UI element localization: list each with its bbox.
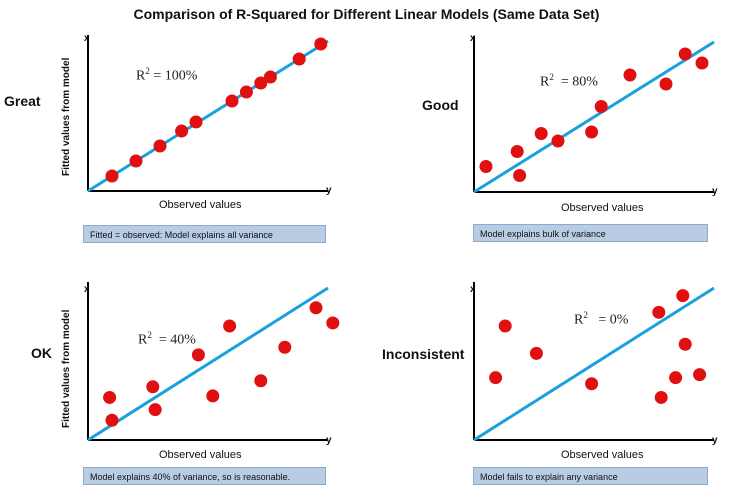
data-point — [254, 374, 268, 388]
y-letter-panel-1: y — [326, 185, 332, 196]
caption-panel-4: Model fails to explain any variance — [473, 467, 708, 485]
data-point — [153, 139, 167, 153]
r-squared-panel-2: R2 = 80% — [540, 72, 598, 90]
data-point — [659, 77, 673, 91]
data-point — [695, 56, 709, 70]
data-point — [678, 47, 692, 61]
data-point — [585, 125, 599, 139]
caption-panel-3: Model explains 40% of variance, so is re… — [83, 467, 326, 485]
data-point — [676, 289, 690, 303]
data-point — [239, 85, 253, 99]
data-point — [498, 319, 512, 333]
caption-panel-1: Fitted = observed: Model explains all va… — [83, 225, 326, 243]
scatter-panel-3 — [87, 282, 340, 442]
x-axis-label-panel-1: Observed values — [159, 199, 242, 211]
data-point — [189, 115, 203, 129]
data-point — [175, 124, 189, 138]
r-squared-panel-1: R2 = 100% — [136, 66, 198, 84]
data-point — [148, 403, 162, 417]
y-letter-panel-2: y — [712, 186, 718, 197]
data-point — [693, 368, 707, 382]
x-letter-panel-1: x — [84, 33, 90, 44]
data-point — [146, 380, 160, 394]
scatter-panel-1 — [87, 35, 329, 193]
y-letter-panel-3: y — [326, 435, 332, 446]
x-axis-label-panel-4: Observed values — [561, 449, 644, 461]
x-letter-panel-4: x — [470, 284, 476, 295]
data-point — [479, 160, 493, 173]
r-squared-panel-4: R2 = 0% — [574, 310, 629, 328]
data-point — [326, 316, 340, 330]
x-letter-panel-2: x — [470, 33, 476, 44]
data-point — [225, 94, 239, 108]
data-point — [678, 337, 692, 351]
page-title: Comparison of R-Squared for Different Li… — [133, 6, 600, 22]
data-point — [206, 389, 220, 403]
data-point — [191, 348, 205, 362]
fit-line — [473, 40, 715, 194]
data-point — [278, 340, 292, 354]
data-point — [103, 390, 117, 404]
data-point — [489, 371, 503, 385]
data-point — [254, 76, 268, 90]
data-point — [263, 70, 277, 84]
rating-label-great: Great — [4, 93, 41, 109]
data-point — [223, 319, 237, 333]
y-axis-label-panel-3: Fitted values from model — [61, 309, 72, 428]
data-point — [652, 305, 666, 319]
data-point — [105, 169, 119, 183]
rating-label-inconsistent: Inconsistent — [382, 346, 465, 362]
scatter-panel-4 — [473, 282, 715, 442]
data-point — [654, 390, 668, 404]
data-point — [129, 154, 143, 168]
rating-label-ok: OK — [31, 345, 52, 361]
data-point — [669, 371, 683, 385]
data-point — [585, 377, 599, 391]
rating-label-good: Good — [422, 97, 459, 113]
data-point — [623, 68, 637, 82]
fit-line — [87, 286, 329, 442]
data-point — [594, 100, 608, 113]
data-point — [292, 52, 306, 66]
scatter-panel-2 — [473, 36, 715, 194]
data-point — [309, 301, 323, 315]
caption-panel-2: Model explains bulk of variance — [473, 224, 708, 242]
data-point — [513, 169, 527, 182]
r-squared-panel-3: R2 = 40% — [138, 330, 196, 348]
data-point — [529, 346, 543, 360]
x-axis-label-panel-3: Observed values — [159, 449, 242, 461]
fit-line — [473, 286, 715, 442]
data-point — [314, 37, 328, 51]
x-letter-panel-3: x — [84, 284, 90, 295]
x-axis-label-panel-2: Observed values — [561, 202, 644, 214]
y-letter-panel-4: y — [712, 435, 718, 446]
y-axis-label-panel-1: Fitted values from model — [61, 57, 72, 176]
data-point — [534, 127, 548, 140]
data-point — [551, 134, 565, 148]
data-point — [510, 145, 524, 158]
data-point — [105, 413, 119, 427]
fit-line — [87, 39, 329, 193]
